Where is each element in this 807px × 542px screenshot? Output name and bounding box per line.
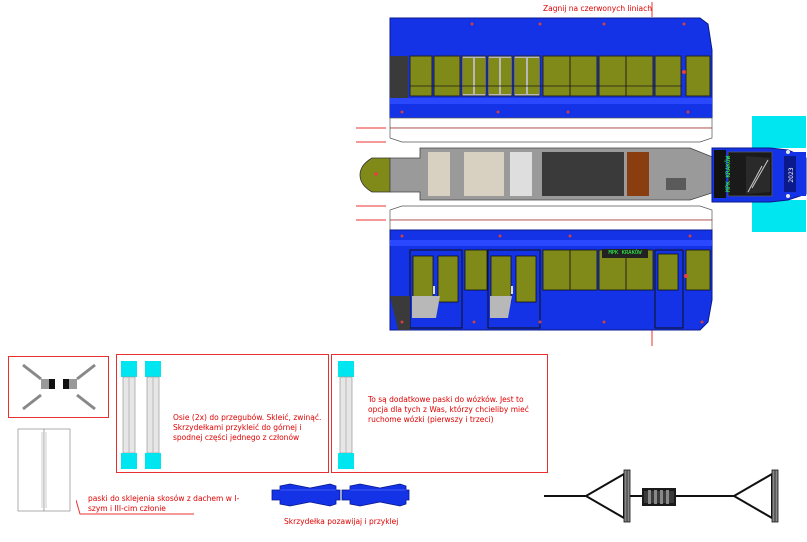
axles-note: Osie (2x) do przegubów. Skleić, zwinąć. … — [173, 413, 322, 442]
front-face — [711, 116, 807, 232]
axle-strips-drawing — [121, 361, 161, 469]
coupler-assembly-drawing — [544, 469, 779, 523]
front-destination-display: MPK KRAKÓW — [725, 155, 732, 192]
bogie-strips-note: To są dodatkowe paski do wózków. Jest to… — [368, 395, 529, 424]
upper-side-panel — [389, 17, 713, 119]
articulation-parts-box — [8, 356, 109, 418]
articulation-parts-drawing — [22, 363, 96, 411]
wings-note: Skrzydełka pozawijaj i przyklej — [284, 517, 399, 526]
front-fleet-number: 2023 — [788, 167, 795, 183]
bogie-strip-drawing — [338, 361, 354, 469]
lower-side-panel — [389, 229, 713, 331]
roof-strips-leader — [76, 500, 194, 515]
wings-drawing — [271, 483, 410, 507]
side-destination-display: MPK KRAKÓW — [602, 249, 648, 258]
roof-strips-note: paski do sklejenia skosów z dachem w I-s… — [88, 494, 240, 513]
axles-box: Osie (2x) do przegubów. Skleić, zwinąć. … — [116, 354, 329, 473]
bogie-strips-box: To są dodatkowe paski do wózków. Jest to… — [331, 354, 548, 473]
fold-note: Zagnij na czerwonych liniach — [543, 4, 652, 13]
roof-slope-strips-drawing — [17, 428, 71, 512]
roof-panel — [359, 147, 716, 201]
